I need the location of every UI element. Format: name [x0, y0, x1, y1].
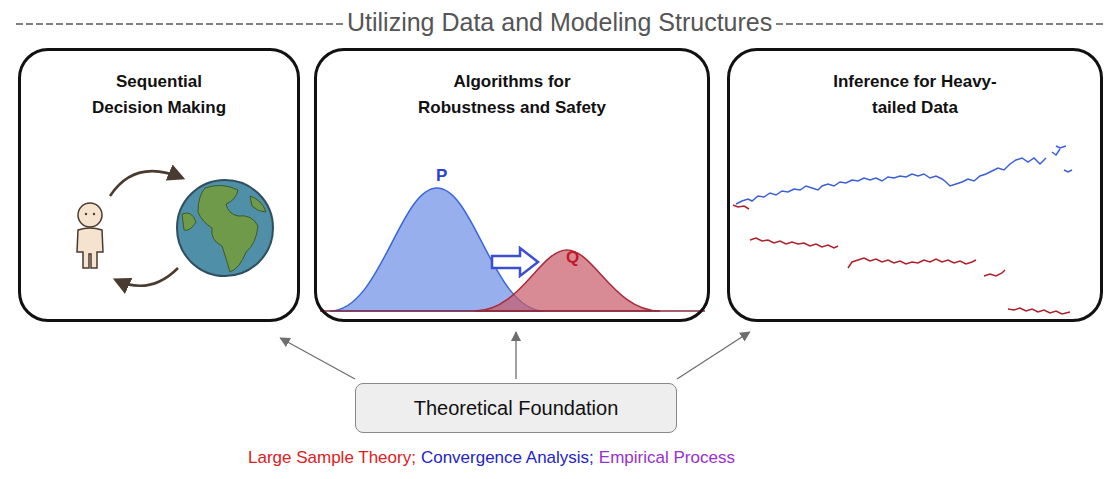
random-walk: [736, 158, 1046, 204]
random-walk: [984, 270, 1005, 276]
distribution-p: [330, 188, 544, 311]
globe-icon: [177, 180, 273, 276]
cycle-arrow: [116, 268, 178, 286]
foundation-box: Theoretical Foundation: [355, 383, 677, 433]
person-icon: [77, 203, 103, 268]
method-row: Large Sample Theory;Convergence Analysis…: [248, 448, 735, 468]
box-text: Inference for Heavy-tailed Data: [833, 69, 998, 122]
box-text: Theoretical Foundation: [414, 396, 619, 420]
shift-arrow: [492, 248, 538, 276]
connector-arrow: [677, 332, 750, 379]
box-text: Algorithms for Robustness and Safety: [410, 69, 615, 122]
box-text: Sequential Decision Making: [84, 69, 234, 122]
title: Utilizing Data and Modeling Structures: [344, 8, 775, 37]
connector-arrow: [515, 332, 516, 379]
method-label: Empirical Process: [599, 448, 735, 468]
cycle-arrow: [110, 171, 182, 196]
random-walk: [1064, 170, 1072, 172]
topic-box: Algorithms for Robustness and Safety: [314, 48, 710, 322]
axis-line: [320, 310, 705, 312]
method-label: Convergence Analysis;: [421, 448, 594, 468]
topic-box: Inference for Heavy-tailed Data: [727, 48, 1103, 322]
random-walk: [848, 258, 976, 268]
random-walk: [1052, 149, 1060, 155]
connector-arrow: [280, 338, 355, 379]
distribution-label: Q: [566, 248, 1119, 268]
random-walk: [1056, 146, 1066, 148]
random-walk: [750, 238, 838, 248]
method-label: Large Sample Theory;: [248, 448, 416, 468]
distribution-label: P: [436, 166, 1119, 186]
topic-box: Sequential Decision Making: [18, 48, 300, 322]
random-walk: [1008, 308, 1070, 314]
random-walk: [733, 205, 749, 209]
